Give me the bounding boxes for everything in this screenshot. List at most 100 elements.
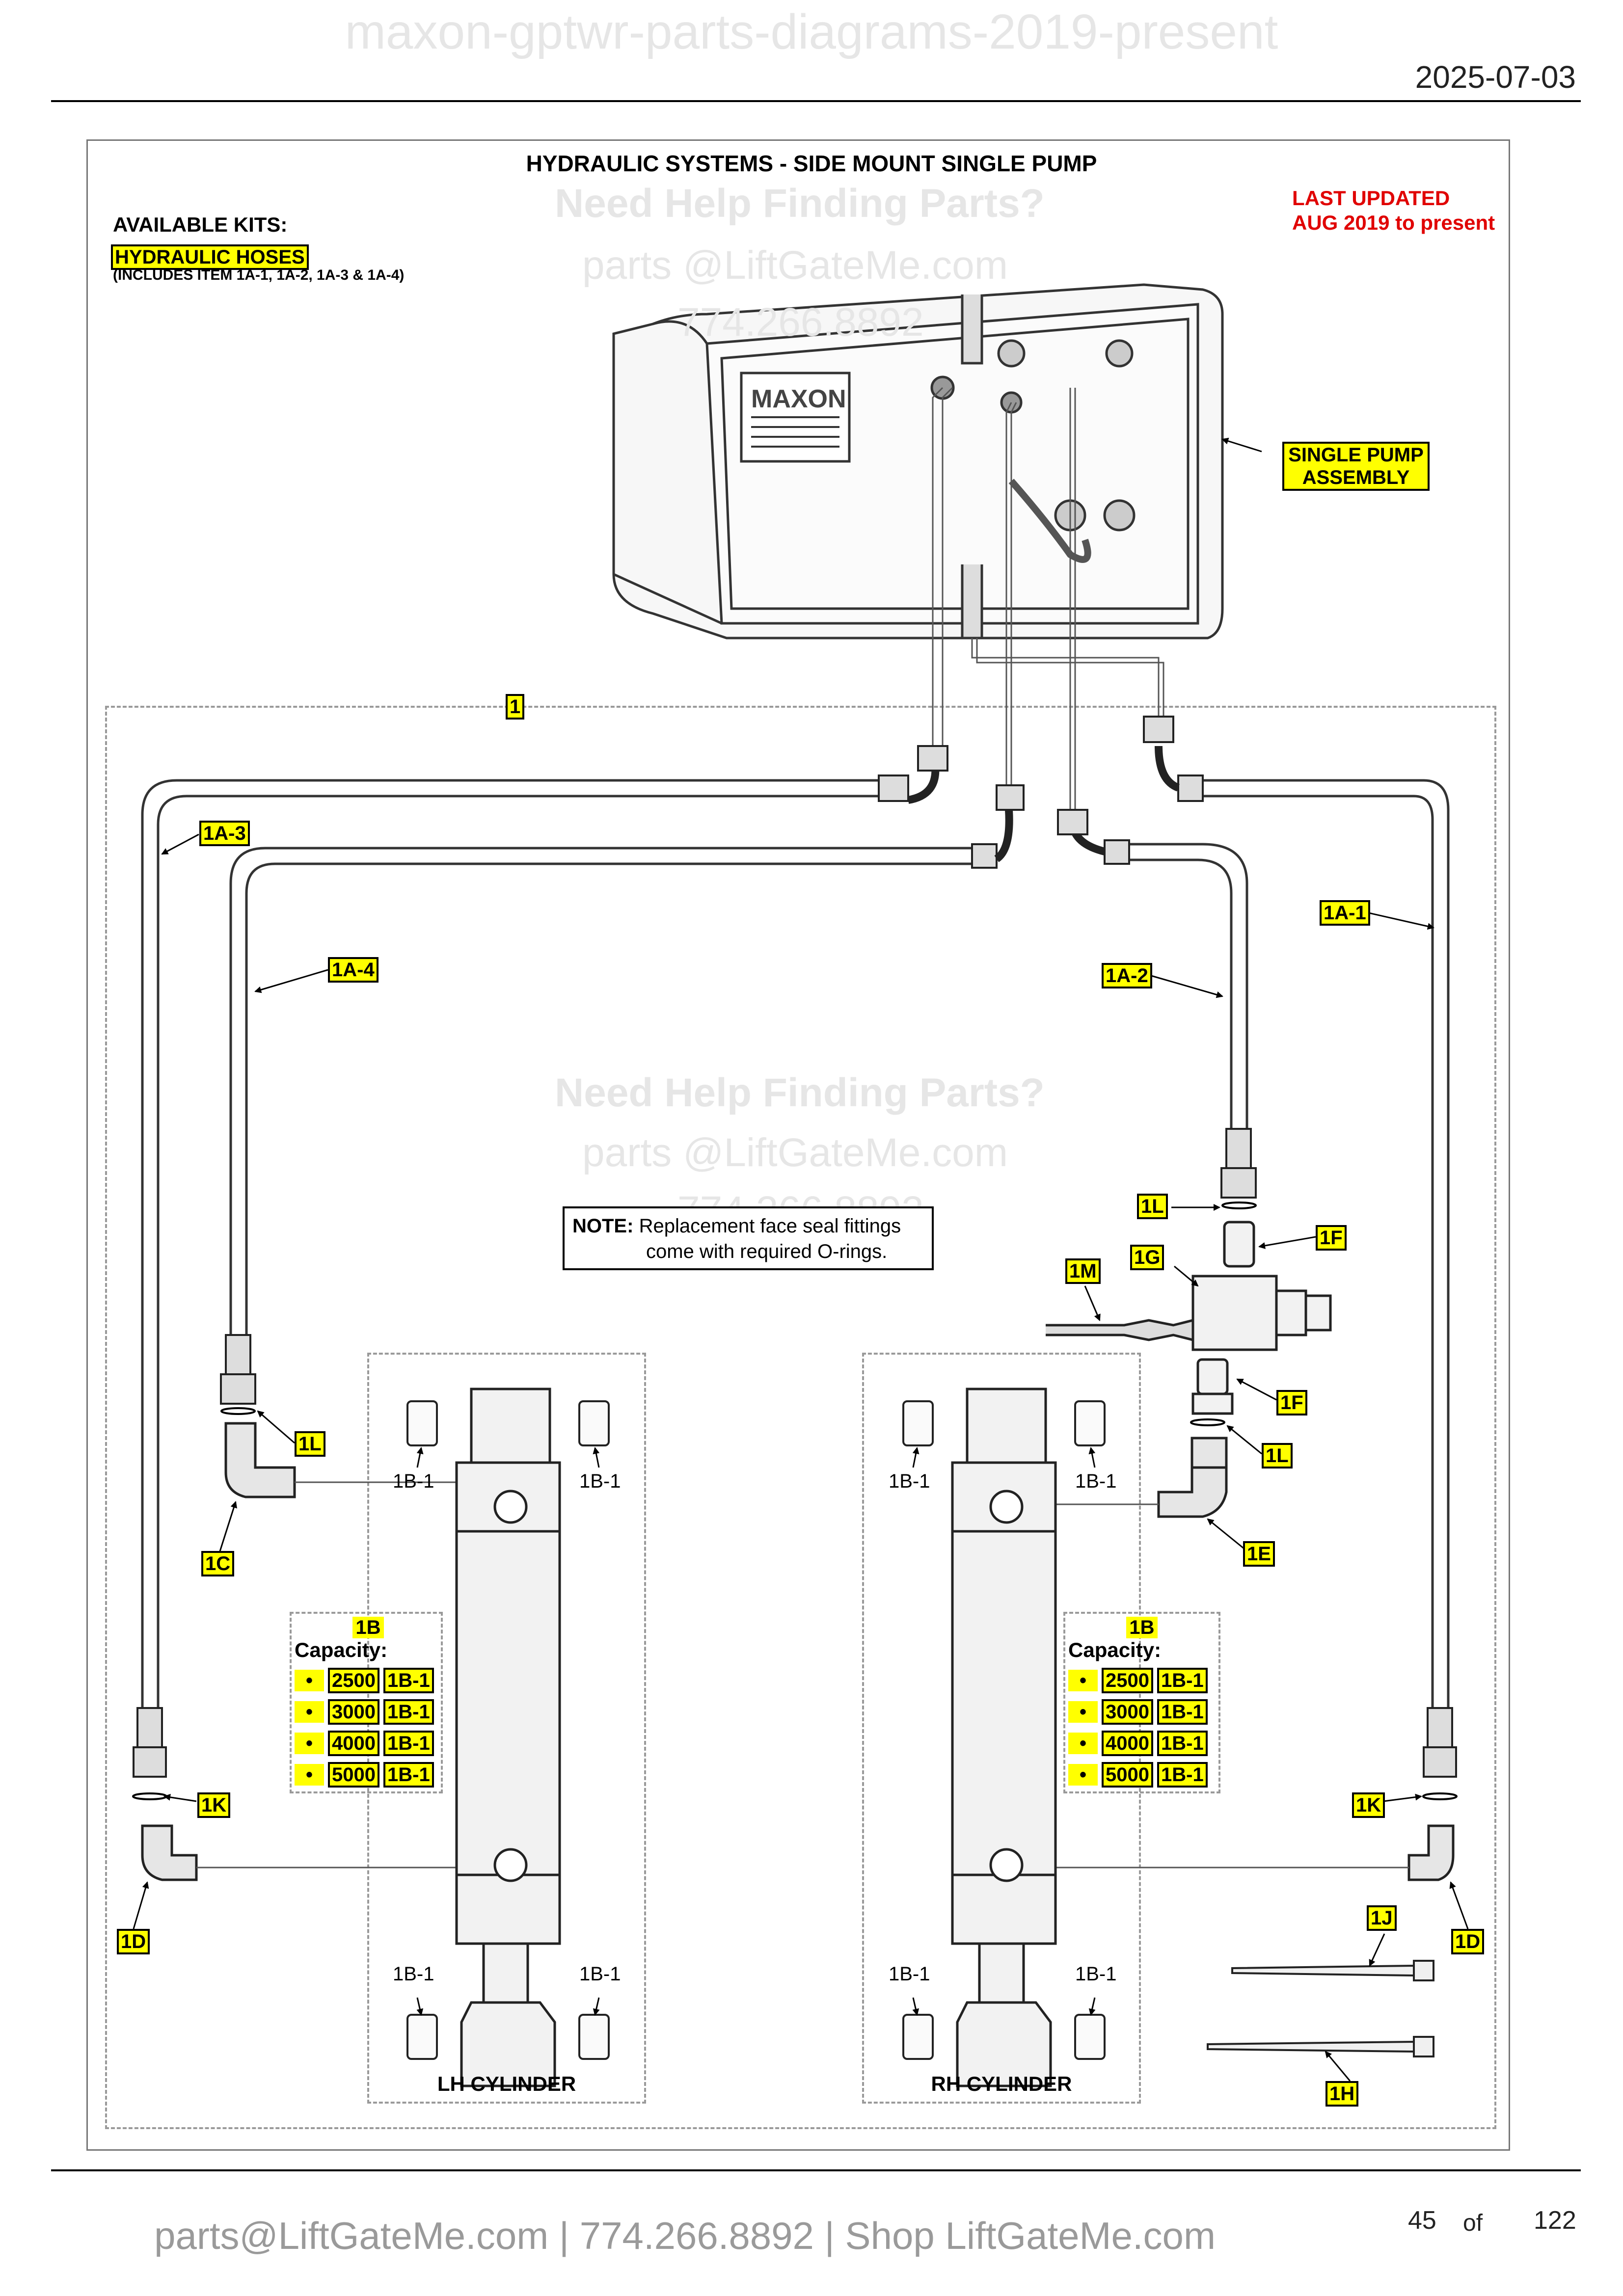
watermark-help-2: Need Help Finding Parts? (555, 1070, 1045, 1115)
callout-1a-2[interactable]: 1A-2 (1102, 963, 1152, 988)
capacity-bullet: • (295, 1733, 324, 1754)
watermark-help-1: Need Help Finding Parts? (555, 181, 1045, 226)
callout-1h[interactable]: 1H (1325, 2081, 1359, 2107)
capacity-value[interactable]: 3000 (1102, 1699, 1153, 1725)
callout-1d-right[interactable]: 1D (1451, 1929, 1485, 1954)
callout-1d-left[interactable]: 1D (117, 1929, 150, 1954)
capacity-bullet: • (1068, 1701, 1098, 1723)
label-1b-1-lh-bottom-right: 1B-1 (579, 1963, 621, 1985)
capacity-value[interactable]: 5000 (1102, 1762, 1153, 1788)
callout-1j[interactable]: 1J (1367, 1905, 1397, 1931)
callout-1a-3[interactable]: 1A-3 (199, 821, 250, 846)
capacity-bullet: • (295, 1701, 324, 1723)
callout-1[interactable]: 1 (506, 694, 525, 720)
callout-1k-right[interactable]: 1K (1352, 1792, 1385, 1818)
footer-contact[interactable]: parts@LiftGateMe.com | 774.266.8892 | Sh… (154, 2214, 1216, 2257)
label-1b-1-rh-top-left: 1B-1 (889, 1470, 930, 1492)
capacity-part[interactable]: 1B-1 (383, 1731, 434, 1756)
page-of: of (1463, 2210, 1483, 2236)
capacity-value[interactable]: 3000 (328, 1699, 379, 1725)
callout-1l-upper[interactable]: 1L (1137, 1194, 1168, 1219)
cable-ties (1207, 1960, 1434, 2057)
capacity-part[interactable]: 1B-1 (383, 1668, 434, 1693)
label-1b-1-rh-top-right: 1B-1 (1075, 1470, 1117, 1492)
capacity-part[interactable]: 1B-1 (1157, 1731, 1208, 1756)
capacity-value[interactable]: 2500 (328, 1668, 379, 1693)
capacity-bullet: • (1068, 1764, 1098, 1786)
capacity-value[interactable]: 4000 (1102, 1731, 1153, 1756)
hose-fittings (133, 716, 1457, 1778)
label-1b-1-rh-bottom-right: 1B-1 (1075, 1963, 1117, 1985)
label-1b-1-lh-top-right: 1B-1 (579, 1470, 621, 1492)
capacity-part[interactable]: 1B-1 (1157, 1762, 1208, 1788)
callout-1c[interactable]: 1C (201, 1551, 235, 1576)
rh-capacity-title[interactable]: 1B (1126, 1617, 1158, 1638)
watermark-email-1: parts @LiftGateMe.com (582, 243, 1008, 288)
document-title: maxon-gptwr-parts-diagrams-2019-present (345, 4, 1278, 59)
capacity-bullet: • (295, 1670, 324, 1691)
callout-1f-upper[interactable]: 1F (1316, 1225, 1347, 1251)
note-line-1: Replacement face seal fittings (639, 1215, 901, 1237)
rh-cylinder-boundary (862, 1353, 1141, 2104)
valve-block (1046, 1221, 1332, 1415)
callout-1f-lower[interactable]: 1F (1276, 1390, 1307, 1415)
capacity-part[interactable]: 1B-1 (383, 1699, 434, 1725)
label-1b-1-rh-bottom-left: 1B-1 (889, 1963, 930, 1985)
callout-1l-right[interactable]: 1L (1262, 1443, 1293, 1468)
capacity-part[interactable]: 1B-1 (1157, 1699, 1208, 1725)
callout-1e[interactable]: 1E (1243, 1541, 1275, 1567)
cylinders (455, 1388, 1057, 2087)
callout-1m[interactable]: 1M (1065, 1258, 1101, 1284)
item-1-boundary (105, 706, 1496, 2129)
last-updated-line-1: LAST UPDATED (1292, 187, 1450, 210)
callout-leaders (133, 437, 1469, 2082)
last-updated-line-2: AUG 2019 to present (1292, 211, 1495, 234)
hoses (141, 779, 1450, 1708)
lh-capacity-label: Capacity: (295, 1638, 388, 1661)
callout-1k-left[interactable]: 1K (197, 1792, 231, 1818)
pump-label-line-1: SINGLE PUMP (1288, 444, 1424, 466)
rh-capacity-label: Capacity: (1068, 1638, 1162, 1661)
diagram-frame (86, 139, 1510, 2151)
header-rule (51, 100, 1581, 102)
available-kits-heading: AVAILABLE KITS: (113, 213, 288, 236)
single-pump-assembly-label[interactable]: SINGLE PUMP ASSEMBLY (1282, 442, 1430, 491)
capacity-bullet: • (1068, 1733, 1098, 1754)
capacity-value[interactable]: 5000 (328, 1762, 379, 1788)
pump-leader-lines (932, 387, 1164, 810)
kit-hydraulic-hoses[interactable]: HYDRAULIC HOSES (111, 244, 309, 270)
label-1b-1-lh-bottom-left: 1B-1 (393, 1963, 434, 1985)
callout-1a-1[interactable]: 1A-1 (1320, 900, 1370, 926)
elbow-fittings (141, 1422, 1455, 1881)
page-total: 122 (1534, 2206, 1576, 2235)
callout-1l-left[interactable]: 1L (295, 1431, 325, 1457)
watermark-email-2: parts @LiftGateMe.com (582, 1130, 1008, 1175)
callout-1a-4[interactable]: 1A-4 (328, 957, 379, 983)
document-date: 2025-07-03 (1415, 59, 1576, 95)
pump-label-line-2: ASSEMBLY (1302, 467, 1410, 488)
maxon-brand: MAXON (751, 385, 846, 413)
kit-hoses-note: (INCLUDES ITEM 1A-1, 1A-2, 1A-3 & 1A-4) (113, 267, 405, 283)
lh-capacity-title[interactable]: 1B (352, 1617, 384, 1638)
label-1b-1-lh-top-left: 1B-1 (393, 1470, 434, 1492)
lh-capacity-box (290, 1612, 443, 1793)
capacity-part[interactable]: 1B-1 (383, 1762, 434, 1788)
rh-capacity-box (1063, 1612, 1220, 1793)
capacity-value[interactable]: 4000 (328, 1731, 379, 1756)
lh-cylinder-boundary (367, 1353, 646, 2104)
capacity-value[interactable]: 2500 (1102, 1668, 1153, 1693)
capacity-bullet: • (295, 1764, 324, 1786)
callout-1g[interactable]: 1G (1130, 1245, 1164, 1270)
capacity-bullet: • (1068, 1670, 1098, 1691)
capacity-part[interactable]: 1B-1 (1157, 1668, 1208, 1693)
